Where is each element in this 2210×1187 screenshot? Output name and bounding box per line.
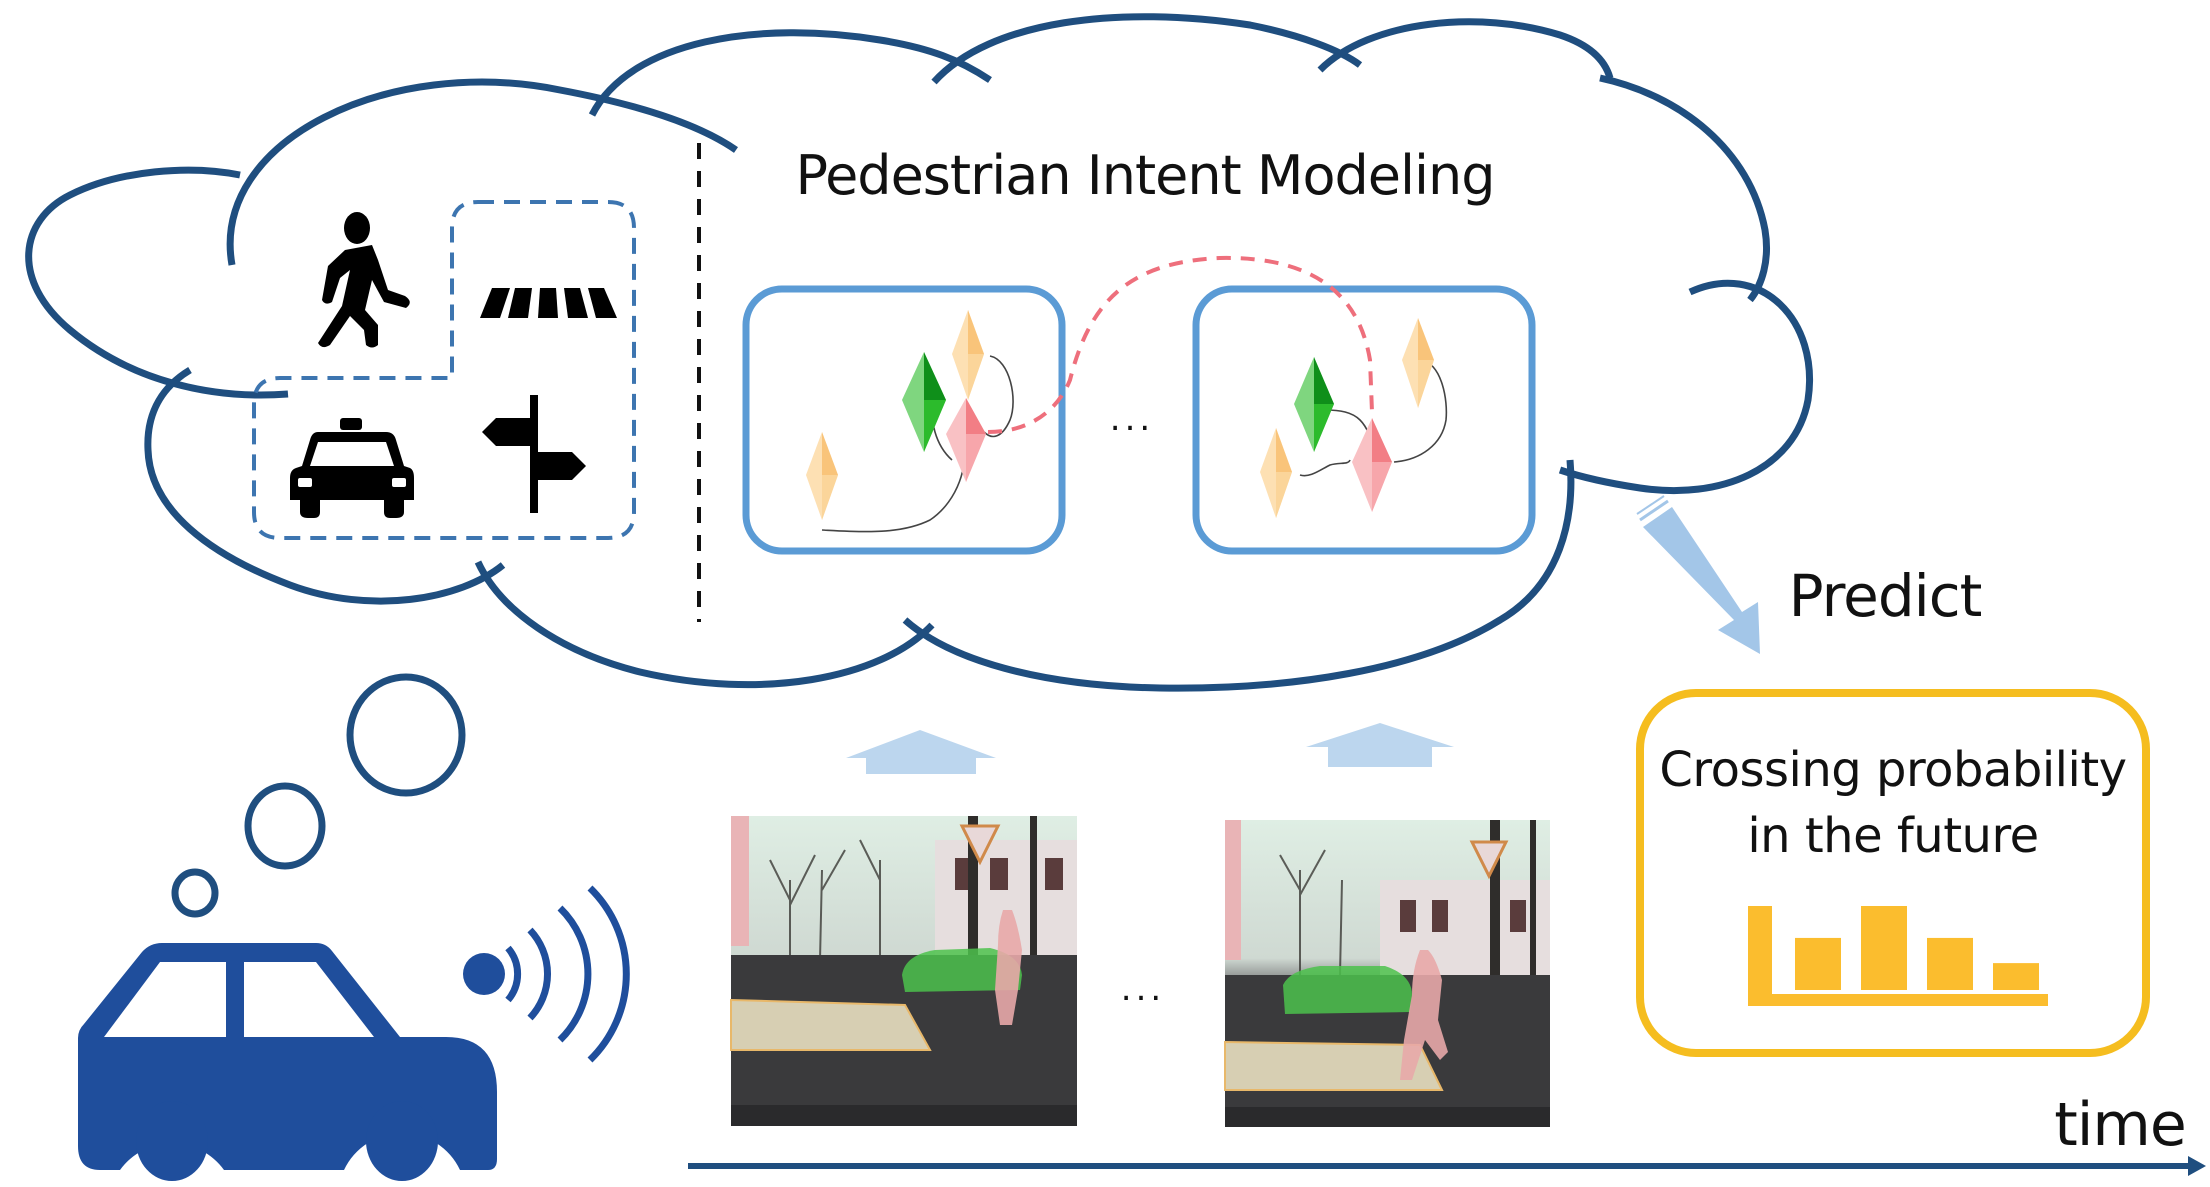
predict-arrow [1636, 495, 1760, 654]
graph-frame-right-content [1260, 318, 1448, 518]
crosswalk-icon [480, 288, 617, 318]
crosswalk-mask [1224, 1040, 1444, 1091]
crossing-probability-line2: in the future [1747, 808, 2038, 864]
predict-label: Predict [1789, 562, 1982, 630]
other-pedestrian-node [806, 432, 838, 520]
other-pedestrian-node [1402, 318, 1434, 408]
other-pedestrian-node [952, 310, 984, 400]
crossing-probability-line1: Crossing probability [1659, 742, 2126, 798]
time-axis [688, 1156, 2206, 1176]
environment-dashed-box [252, 200, 636, 540]
relation-edge [983, 355, 1014, 438]
chart-bar-t3 [1927, 937, 1973, 990]
graph-frame-left [742, 285, 1066, 555]
vehicle-node [902, 352, 946, 452]
graph-frame-right [1192, 285, 1536, 555]
relation-edge [1299, 459, 1351, 477]
sensor-signal-icon [463, 885, 630, 1063]
up-arrow-left [846, 730, 996, 774]
signpost-icon [482, 395, 586, 513]
pedestrian-mask [995, 910, 1022, 1025]
pedestrian-mask [1400, 950, 1448, 1080]
vehicle-mask [1283, 966, 1412, 1014]
pedestrian-icon [318, 212, 410, 348]
video-frame-left [730, 816, 1077, 1126]
chart-bar-t4 [1993, 963, 2039, 990]
chart-y-axis [1748, 906, 1772, 1006]
vehicle-node [1294, 357, 1334, 452]
time-axis-label: time [2054, 1090, 2186, 1160]
ego-car-icon [78, 943, 497, 1181]
chart-bar-t1 [1795, 937, 1841, 990]
up-arrow-right [1306, 723, 1454, 767]
relation-edge [1393, 359, 1448, 463]
chart-x-axis [1748, 994, 2048, 1006]
graph-ellipsis: ... [1110, 399, 1154, 439]
other-pedestrian-node [1260, 428, 1292, 518]
vehicle-mask [902, 948, 1022, 992]
temporal-relation-link [987, 255, 1374, 434]
thought-bubbles [171, 673, 466, 918]
modeling-title: Pedestrian Intent Modeling [795, 144, 1494, 207]
taxi-icon [290, 418, 414, 518]
thought-cloud [25, 13, 1813, 692]
crosswalk-mask [730, 998, 932, 1051]
frame-ellipsis: ... [1121, 969, 1165, 1009]
target-pedestrian-node [1352, 418, 1392, 512]
target-pedestrian-node [946, 398, 986, 482]
video-frame-right [1224, 820, 1550, 1127]
chart-bar-t2 [1861, 906, 1907, 990]
crossing-probability-chart [1748, 906, 2048, 1006]
graph-frame-left-content [806, 310, 1014, 533]
